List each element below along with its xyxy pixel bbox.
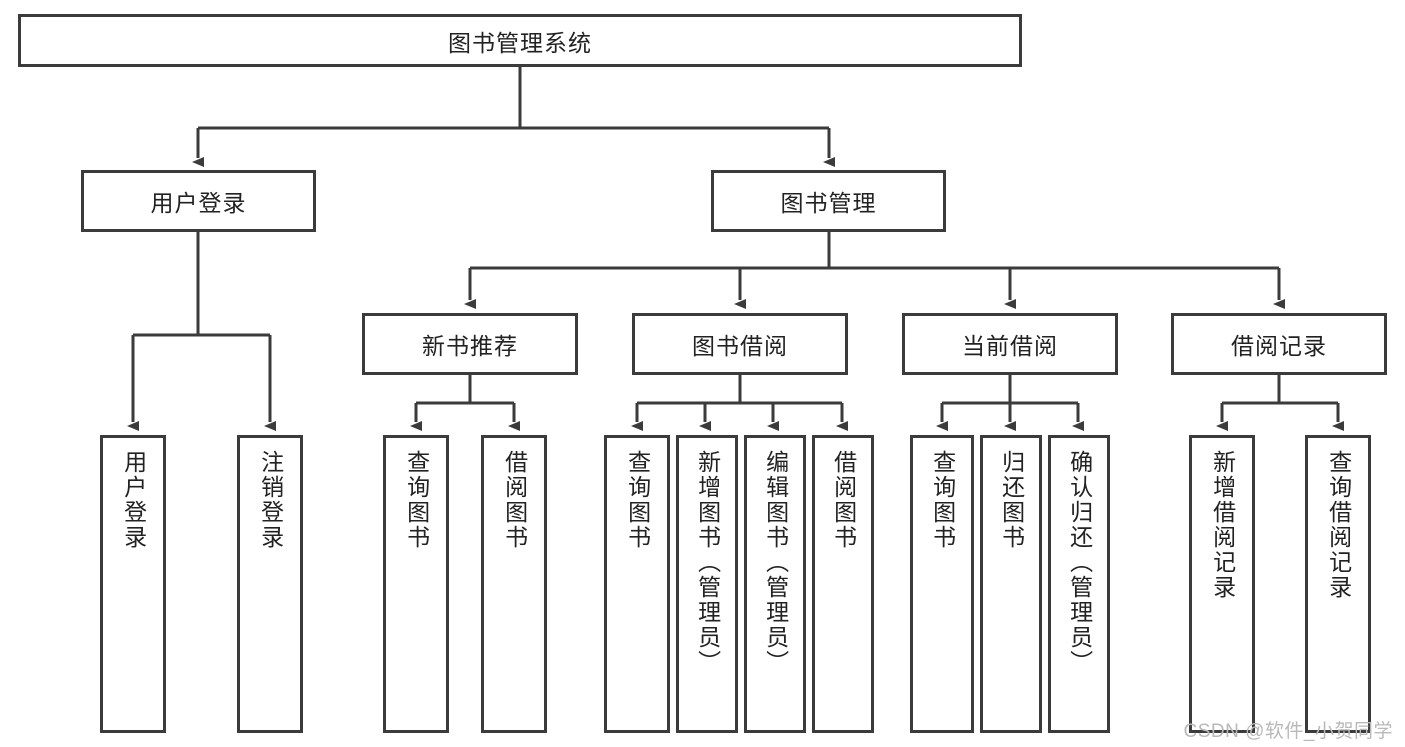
leaf-query-book-3-label: 查询图书 [929,450,956,550]
leaf-query-book-1[interactable]: 查询图书 [383,435,449,733]
leaf-return-book[interactable]: 归还图书 [980,435,1042,733]
node-borrow-record[interactable]: 借阅记录 [1171,313,1387,375]
node-book-manage-label: 图书管理 [780,190,877,216]
leaf-return-book-label: 归还图书 [998,450,1025,550]
node-borrow-record-label: 借阅记录 [1231,333,1327,359]
leaf-add-book-label: 新增图书（管理员） [694,450,721,675]
node-current-borrow-label: 当前借阅 [962,333,1058,359]
watermark-text: CSDN @软件_小贺同学 [1183,721,1393,742]
leaf-borrow-book-2[interactable]: 借阅图书 [812,435,874,733]
leaf-borrow-book-1[interactable]: 借阅图书 [481,435,547,733]
leaf-user-login[interactable]: 用户登录 [100,435,166,733]
node-root[interactable]: 图书管理系统 [18,14,1022,67]
node-book-manage[interactable]: 图书管理 [711,170,946,232]
leaf-query-book-2[interactable]: 查询图书 [604,435,670,733]
leaf-borrow-book-2-label: 借阅图书 [830,450,857,550]
leaf-edit-book[interactable]: 编辑图书（管理员） [744,435,806,733]
leaf-confirm-return-label: 确认归还（管理员） [1066,450,1093,675]
leaf-query-book-2-label: 查询图书 [624,450,651,550]
node-book-borrow-label: 图书借阅 [692,333,788,359]
leaf-add-record[interactable]: 新增借阅记录 [1189,435,1255,733]
leaf-add-record-label: 新增借阅记录 [1209,450,1236,600]
leaf-borrow-book-1-label: 借阅图书 [501,450,528,550]
leaf-user-login-label: 用户登录 [120,450,147,550]
leaf-edit-book-label: 编辑图书（管理员） [762,450,789,675]
node-user-login-label: 用户登录 [150,190,247,216]
leaf-logout-login[interactable]: 注销登录 [237,435,303,733]
leaf-add-book[interactable]: 新增图书（管理员） [676,435,738,733]
node-new-book-rec-label: 新书推荐 [422,333,518,359]
node-user-login[interactable]: 用户登录 [81,170,316,232]
leaf-confirm-return[interactable]: 确认归还（管理员） [1048,435,1110,733]
node-current-borrow[interactable]: 当前借阅 [902,313,1118,375]
node-root-label: 图书管理系统 [448,29,592,56]
leaf-query-record[interactable]: 查询借阅记录 [1305,435,1371,733]
node-book-borrow[interactable]: 图书借阅 [632,313,848,375]
leaf-query-record-label: 查询借阅记录 [1325,450,1352,600]
leaf-query-book-1-label: 查询图书 [403,450,430,550]
leaf-logout-login-label: 注销登录 [257,450,284,550]
leaf-query-book-3[interactable]: 查询图书 [910,435,974,733]
node-new-book-rec[interactable]: 新书推荐 [362,313,578,375]
